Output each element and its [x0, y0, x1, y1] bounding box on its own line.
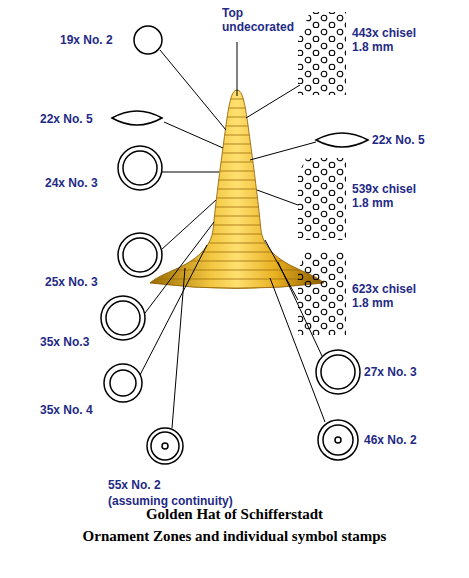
- stamp-count-label: 35x No. 4: [40, 403, 93, 417]
- figure-caption: Ornament Zones and individual symbol sta…: [0, 527, 469, 545]
- stamp-count-label: 55x No. 2: [108, 478, 161, 492]
- stamp-count-label: 27x No. 3: [364, 365, 417, 379]
- leader-lines: [140, 42, 325, 428]
- chisel-dot-clusters: [298, 12, 346, 335]
- stamp-count-label: 35x No.3: [40, 335, 89, 349]
- stamp-count-label: 22x No. 5: [40, 112, 93, 126]
- stamp-count-label: 25x No. 3: [45, 275, 98, 289]
- stamp-count-label: 22x No. 5: [372, 133, 425, 147]
- golden-hat: [150, 90, 324, 289]
- stamp-count-label: (assuming continuity): [108, 494, 233, 508]
- stamp-count-label: Top undecorated: [222, 6, 304, 34]
- stamp-count-label: 443x chisel 1.8 mm: [352, 26, 426, 54]
- stamp-count-label: 539x chisel 1.8 mm: [352, 182, 426, 210]
- stamp-count-label: 46x No. 2: [364, 433, 417, 447]
- stamp-count-label: 24x No. 3: [45, 176, 98, 190]
- stamp-count-label: 623x chisel 1.8 mm: [352, 282, 426, 310]
- stamp-count-label: 19x No. 2: [60, 33, 113, 47]
- figure-title: Golden Hat of Schifferstadt: [0, 505, 469, 523]
